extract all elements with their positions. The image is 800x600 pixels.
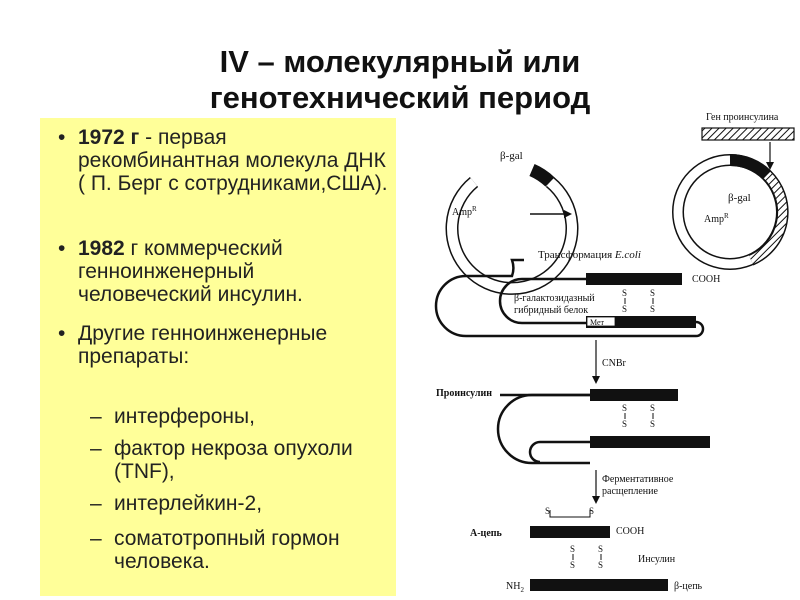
bullet-bold: 1972 г <box>78 126 140 149</box>
met-box <box>586 316 616 327</box>
cnbr-arrow-head <box>592 376 600 384</box>
recombinant-plasmid <box>672 153 789 270</box>
cnbr-label: CNBr <box>602 358 627 369</box>
sub-item: – соматотропный гормон человека. <box>90 527 380 573</box>
s-label: S <box>650 419 655 429</box>
bullet-dot: • <box>58 322 66 345</box>
insulin-synthesis-diagram: Ген проинсулина β-gal AmpR β-gal AmpR Тр… <box>434 112 795 594</box>
sub-dash: – <box>90 527 102 550</box>
s-label: S <box>622 304 627 314</box>
s-label: S <box>650 304 655 314</box>
sub-text: интерфероны, <box>114 405 255 428</box>
s-label: S <box>570 560 575 570</box>
bullet-text: г коммерческий генноинженерный человечес… <box>78 237 303 306</box>
enzymatic-label-1: Ферментативное <box>602 474 674 485</box>
s-label: S <box>589 506 594 516</box>
bullet-text: - первая рекомбинантная молекула ДНК ( П… <box>78 126 388 195</box>
bullet-item: • 1982 г коммерческий генноинженерный че… <box>58 237 388 306</box>
cooh-label-1: COOH <box>692 274 720 285</box>
proinsulin-block-top <box>590 389 678 401</box>
s-label: S <box>650 288 655 298</box>
ligation-arrow-head <box>564 210 572 218</box>
sub-text: интерлейкин-2, <box>114 492 263 515</box>
insulin-label: Инсулин <box>638 554 676 565</box>
hybrid-block-top <box>586 273 682 285</box>
slide-title: IV – молекулярный или генотехнический пе… <box>130 44 670 116</box>
bullet-bold: 1982 <box>78 237 125 260</box>
proinsulin-inner-loop <box>528 440 590 464</box>
s-label: S <box>598 544 603 554</box>
met-label: Мет <box>590 318 605 327</box>
intra-chain-bond <box>549 510 591 518</box>
sub-text: фактор некроза опухоли (TNF), <box>114 437 353 483</box>
title-line-1: IV – молекулярный или <box>219 44 581 79</box>
s-label: S <box>570 544 575 554</box>
transformation-label: Трансформация E.coli <box>538 249 641 261</box>
s-label: S <box>598 560 603 570</box>
hybrid-label-2: гибридный белок <box>514 305 588 316</box>
hybrid-chain-fold <box>498 277 586 325</box>
s-label: S <box>622 288 627 298</box>
beta-gal-label-2: β-gal <box>728 192 751 204</box>
b-chain-bar <box>530 579 668 591</box>
gene-label: Ген проинсулина <box>706 112 779 123</box>
bullet-item: • 1972 г - первая рекомбинантная молекул… <box>58 126 388 195</box>
bullet-dot: • <box>58 126 66 149</box>
nh2-label: NH2 <box>506 581 524 594</box>
sub-item: – интерлейкин-2, <box>90 492 380 515</box>
amp-label-1: AmpR <box>452 205 477 218</box>
gene-arrow-head <box>766 162 774 170</box>
enzymatic-label-2: расщепление <box>602 486 658 497</box>
title-line-2: генотехнический период <box>209 80 591 115</box>
s-label: S <box>622 403 627 413</box>
enzyme-arrow-head <box>592 496 600 504</box>
proinsulin-label: Проинсулин <box>436 388 492 399</box>
sub-text: соматотропный гормон человека. <box>114 527 340 573</box>
proinsulin-fold <box>496 393 590 465</box>
gene-hatched-bar <box>701 127 795 141</box>
bullet-text: Другие генноинженерные препараты: <box>78 322 328 368</box>
open-plasmid <box>445 164 579 295</box>
a-chain-bar <box>530 526 610 538</box>
a-chain-label: А-цепь <box>470 528 503 539</box>
hybrid-label-1: β-галактозидазный <box>514 293 595 304</box>
b-chain-label: β-цепь <box>674 581 703 592</box>
bullet-item: • Другие генноинженерные препараты: <box>58 322 388 368</box>
text-panel: • 1972 г - первая рекомбинантная молекул… <box>40 118 396 596</box>
sub-item: – фактор некроза опухоли (TNF), <box>90 437 380 483</box>
s-label: S <box>545 506 550 516</box>
s-label: S <box>650 403 655 413</box>
s-label: S <box>622 419 627 429</box>
sub-dash: – <box>90 492 102 515</box>
hybrid-chain-loop <box>434 258 705 338</box>
cooh-label-2: COOH <box>616 526 644 537</box>
bullet-dot: • <box>58 237 66 260</box>
sub-item: – интерфероны, <box>90 405 380 428</box>
sub-dash: – <box>90 437 102 460</box>
proinsulin-block-bottom <box>590 436 710 448</box>
sub-dash: – <box>90 405 102 428</box>
beta-gal-label-1: β-gal <box>500 150 523 162</box>
amp-label-2: AmpR <box>704 212 729 225</box>
